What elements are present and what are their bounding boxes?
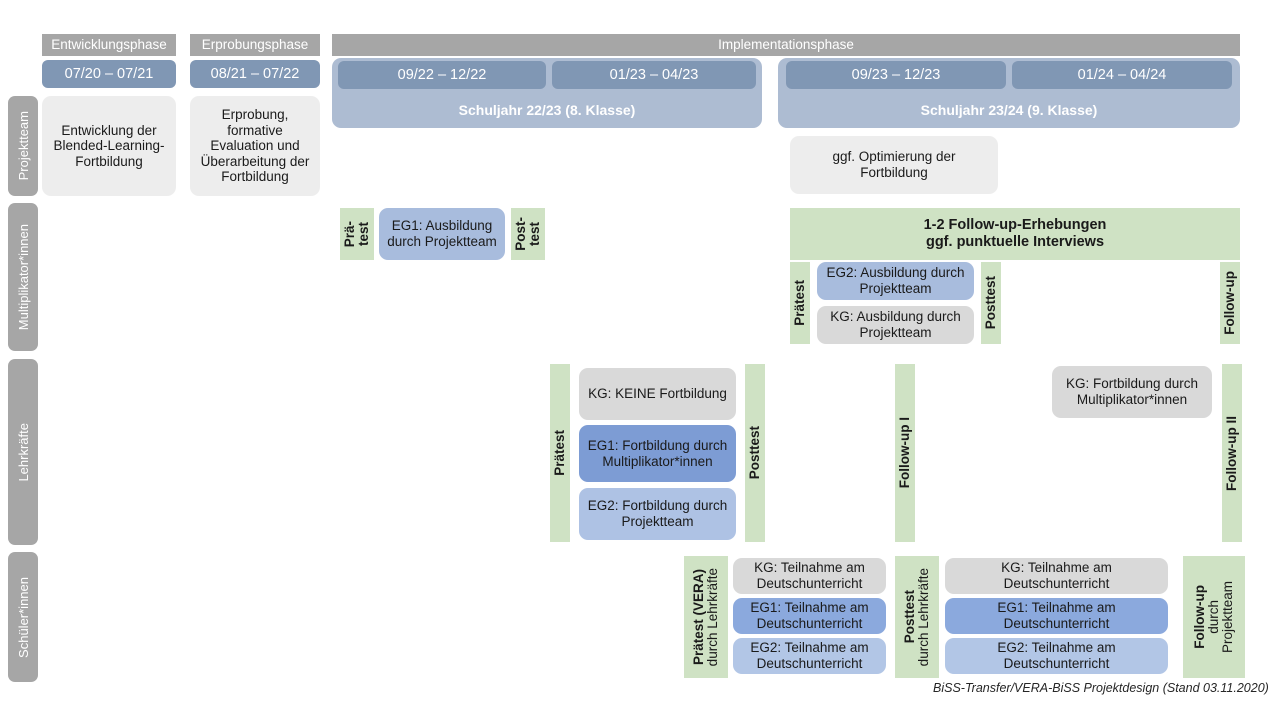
posttest-line-2: test xyxy=(527,221,542,246)
schueler-kg-text: KG: Teilnahme am Deutschunterricht xyxy=(1001,560,1112,591)
lehrkraefte-followup1-strip: Follow-up I xyxy=(895,364,915,542)
multiplikatoren-kg-text: KG: Ausbildung durch Projektteam xyxy=(830,309,961,340)
multiplikatoren-posttest2-strip: Posttest xyxy=(981,262,1001,344)
praetest-line-2: test xyxy=(356,221,371,246)
followup2-text: Follow-up II xyxy=(1224,415,1240,491)
schueler-kg-text: KG: Teilnahme am Deutschunterricht xyxy=(754,560,865,591)
row-label-text: Multiplikator*innen xyxy=(15,223,31,331)
schueler-posttest-strip: Posttest durch Lehrkräfte xyxy=(895,556,939,678)
posttest-text: Posttest xyxy=(983,276,999,330)
row-label-text: Projektteam xyxy=(15,111,31,181)
phase-header-label: Entwicklungsphase xyxy=(51,37,167,53)
date-chip-0123-0423: 01/23 – 04/23 xyxy=(552,61,756,89)
projektteam-erprobung-box: Erprobung, formative Evaluation und Über… xyxy=(190,96,320,196)
footer-caption: BiSS-Transfer/VERA-BiSS Projektdesign (S… xyxy=(933,681,1269,695)
projektteam-entwicklung-text: Entwicklung der Blended-Learning-Fortbil… xyxy=(53,122,165,169)
row-label-schuelerinnen: Schüler*innen xyxy=(8,552,38,682)
lehrkraefte-kg-fortbildung-text: KG: Fortbildung durch Multiplikator*inne… xyxy=(1065,376,1199,407)
followup-band-line-2: ggf. punktuelle Interviews xyxy=(925,234,1105,250)
lehrkraefte-eg1-box: EG1: Fortbildung durch Multiplikator*inn… xyxy=(579,425,736,482)
lehrkraefte-kg-fortbildung-box: KG: Fortbildung durch Multiplikator*inne… xyxy=(1052,366,1212,418)
row-label-text: Lehrkräfte xyxy=(15,422,31,482)
schueler-followup-strip: Follow-up durch Projektteam xyxy=(1183,556,1245,678)
projektteam-optimierung-text: ggf. Optimierung der Fortbildung xyxy=(832,149,956,180)
date-label: 08/21 – 07/22 xyxy=(210,65,300,82)
lehrkraefte-eg2-box: EG2: Fortbildung durch Projektteam xyxy=(579,488,736,540)
row-label-multiplikatorinnen: Multiplikator*innen xyxy=(8,203,38,351)
phase-header-label: Erprobungsphase xyxy=(201,37,309,53)
date-label: 09/22 – 12/22 xyxy=(397,66,487,83)
multiplikatoren-eg2-box: EG2: Ausbildung durch Projektteam xyxy=(817,262,974,300)
date-chip-0124-0424: 01/24 – 04/24 xyxy=(1012,61,1232,89)
date-chip-0720-0721: 07/20 – 07/21 xyxy=(42,60,176,88)
schueler-eg2-box-2: EG2: Teilnahme am Deutschunterricht xyxy=(945,638,1168,674)
lehrkraefte-kg-keine-text: KG: KEINE Fortbildung xyxy=(588,386,727,402)
multiplikatoren-followup-band: 1-2 Follow-up-Erhebungen ggf. punktuelle… xyxy=(790,208,1240,260)
multiplikatoren-kg-box: KG: Ausbildung durch Projektteam xyxy=(817,306,974,344)
projektteam-optimierung-box: ggf. Optimierung der Fortbildung xyxy=(790,136,998,194)
phase-header-erprobungsphase: Erprobungsphase xyxy=(190,34,320,56)
lehrkraefte-followup2-strip: Follow-up II xyxy=(1222,364,1242,542)
followup-band-line-1: 1-2 Follow-up-Erhebungen xyxy=(923,217,1107,234)
lehrkraefte-praetest-strip: Prätest xyxy=(550,364,570,542)
date-label: 01/23 – 04/23 xyxy=(609,66,699,83)
row-label-lehrkraefte: Lehrkräfte xyxy=(8,359,38,545)
projektteam-erprobung-text: Erprobung, formative Evaluation und Über… xyxy=(200,106,310,185)
schueler-followup-main: Follow-up xyxy=(1191,585,1207,649)
schueler-kg-box-2: KG: Teilnahme am Deutschunterricht xyxy=(945,558,1168,594)
lehrkraefte-eg1-text: EG1: Fortbildung durch Multiplikator*inn… xyxy=(587,437,728,469)
schueler-eg1-text: EG1: Teilnahme am Deutschunterricht xyxy=(997,600,1116,631)
followup1-text: Follow-up I xyxy=(897,417,913,489)
schueler-posttest-sub: durch Lehrkräfte xyxy=(916,567,931,667)
followup-text: Follow-up xyxy=(1222,271,1238,335)
multiplikatoren-eg1-text: EG1: Ausbildung durch Projektteam xyxy=(387,218,497,249)
phase-header-implementationsphase: Implementationsphase xyxy=(332,34,1240,56)
praetest-line-1: Prä- xyxy=(341,220,357,248)
posttest-text: Posttest xyxy=(747,426,763,480)
phase-header-entwicklungsphase: Entwicklungsphase xyxy=(42,34,176,56)
date-label: 09/23 – 12/23 xyxy=(851,66,941,83)
praetest-text: Prätest xyxy=(792,280,808,326)
multiplikatoren-praetest2-strip: Prätest xyxy=(790,262,810,344)
schueler-eg1-box-1: EG1: Teilnahme am Deutschunterricht xyxy=(733,598,886,634)
row-label-projektteam: Projektteam xyxy=(8,96,38,196)
schueler-eg2-box-1: EG2: Teilnahme am Deutschunterricht xyxy=(733,638,886,674)
schueler-followup-sub1: durch xyxy=(1205,600,1221,634)
multiplikatoren-praetest-strip: Prä- test xyxy=(340,208,374,260)
phase-header-label: Implementationsphase xyxy=(718,37,854,53)
schueler-praetest-sub: durch Lehrkräfte xyxy=(705,567,720,667)
schueler-eg1-text: EG1: Teilnahme am Deutschunterricht xyxy=(750,600,869,631)
schueler-followup-sub2: Projektteam xyxy=(1220,580,1236,654)
schueler-praetest-strip: Prätest (VERA) durch Lehrkräfte xyxy=(684,556,728,678)
posttest-line-1: Post- xyxy=(512,217,528,251)
schueler-eg2-text: EG2: Teilnahme am Deutschunterricht xyxy=(997,640,1116,671)
schueler-eg1-box-2: EG1: Teilnahme am Deutschunterricht xyxy=(945,598,1168,634)
row-label-text: Schüler*innen xyxy=(15,576,31,658)
date-label: 07/20 – 07/21 xyxy=(64,65,154,82)
schueler-kg-box-1: KG: Teilnahme am Deutschunterricht xyxy=(733,558,886,594)
schueler-eg2-text: EG2: Teilnahme am Deutschunterricht xyxy=(750,640,869,671)
multiplikatoren-posttest-strip: Post- test xyxy=(511,208,545,260)
date-chip-0821-0722: 08/21 – 07/22 xyxy=(190,60,320,88)
projektteam-entwicklung-box: Entwicklung der Blended-Learning-Fortbil… xyxy=(42,96,176,196)
date-chip-0922-1222: 09/22 – 12/22 xyxy=(338,61,546,89)
date-chip-0923-1223: 09/23 – 12/23 xyxy=(786,61,1006,89)
school-year-label: Schuljahr 23/24 (9. Klasse) xyxy=(920,102,1098,118)
multiplikatoren-eg1-box: EG1: Ausbildung durch Projektteam xyxy=(379,208,505,260)
schueler-praetest-main: Prätest (VERA) xyxy=(690,568,706,666)
lehrkraefte-posttest-strip: Posttest xyxy=(745,364,765,542)
lehrkraefte-eg2-text: EG2: Fortbildung durch Projektteam xyxy=(587,498,728,529)
praetest-text: Prätest xyxy=(552,430,568,476)
date-label: 01/24 – 04/24 xyxy=(1077,66,1167,83)
school-year-label: Schuljahr 22/23 (8. Klasse) xyxy=(458,102,636,118)
schueler-posttest-main: Posttest xyxy=(901,590,917,644)
lehrkraefte-kg-keine-box: KG: KEINE Fortbildung xyxy=(579,368,736,420)
multiplikatoren-eg2-text: EG2: Ausbildung durch Projektteam xyxy=(826,265,965,296)
multiplikatoren-followup-strip: Follow-up xyxy=(1220,262,1240,344)
